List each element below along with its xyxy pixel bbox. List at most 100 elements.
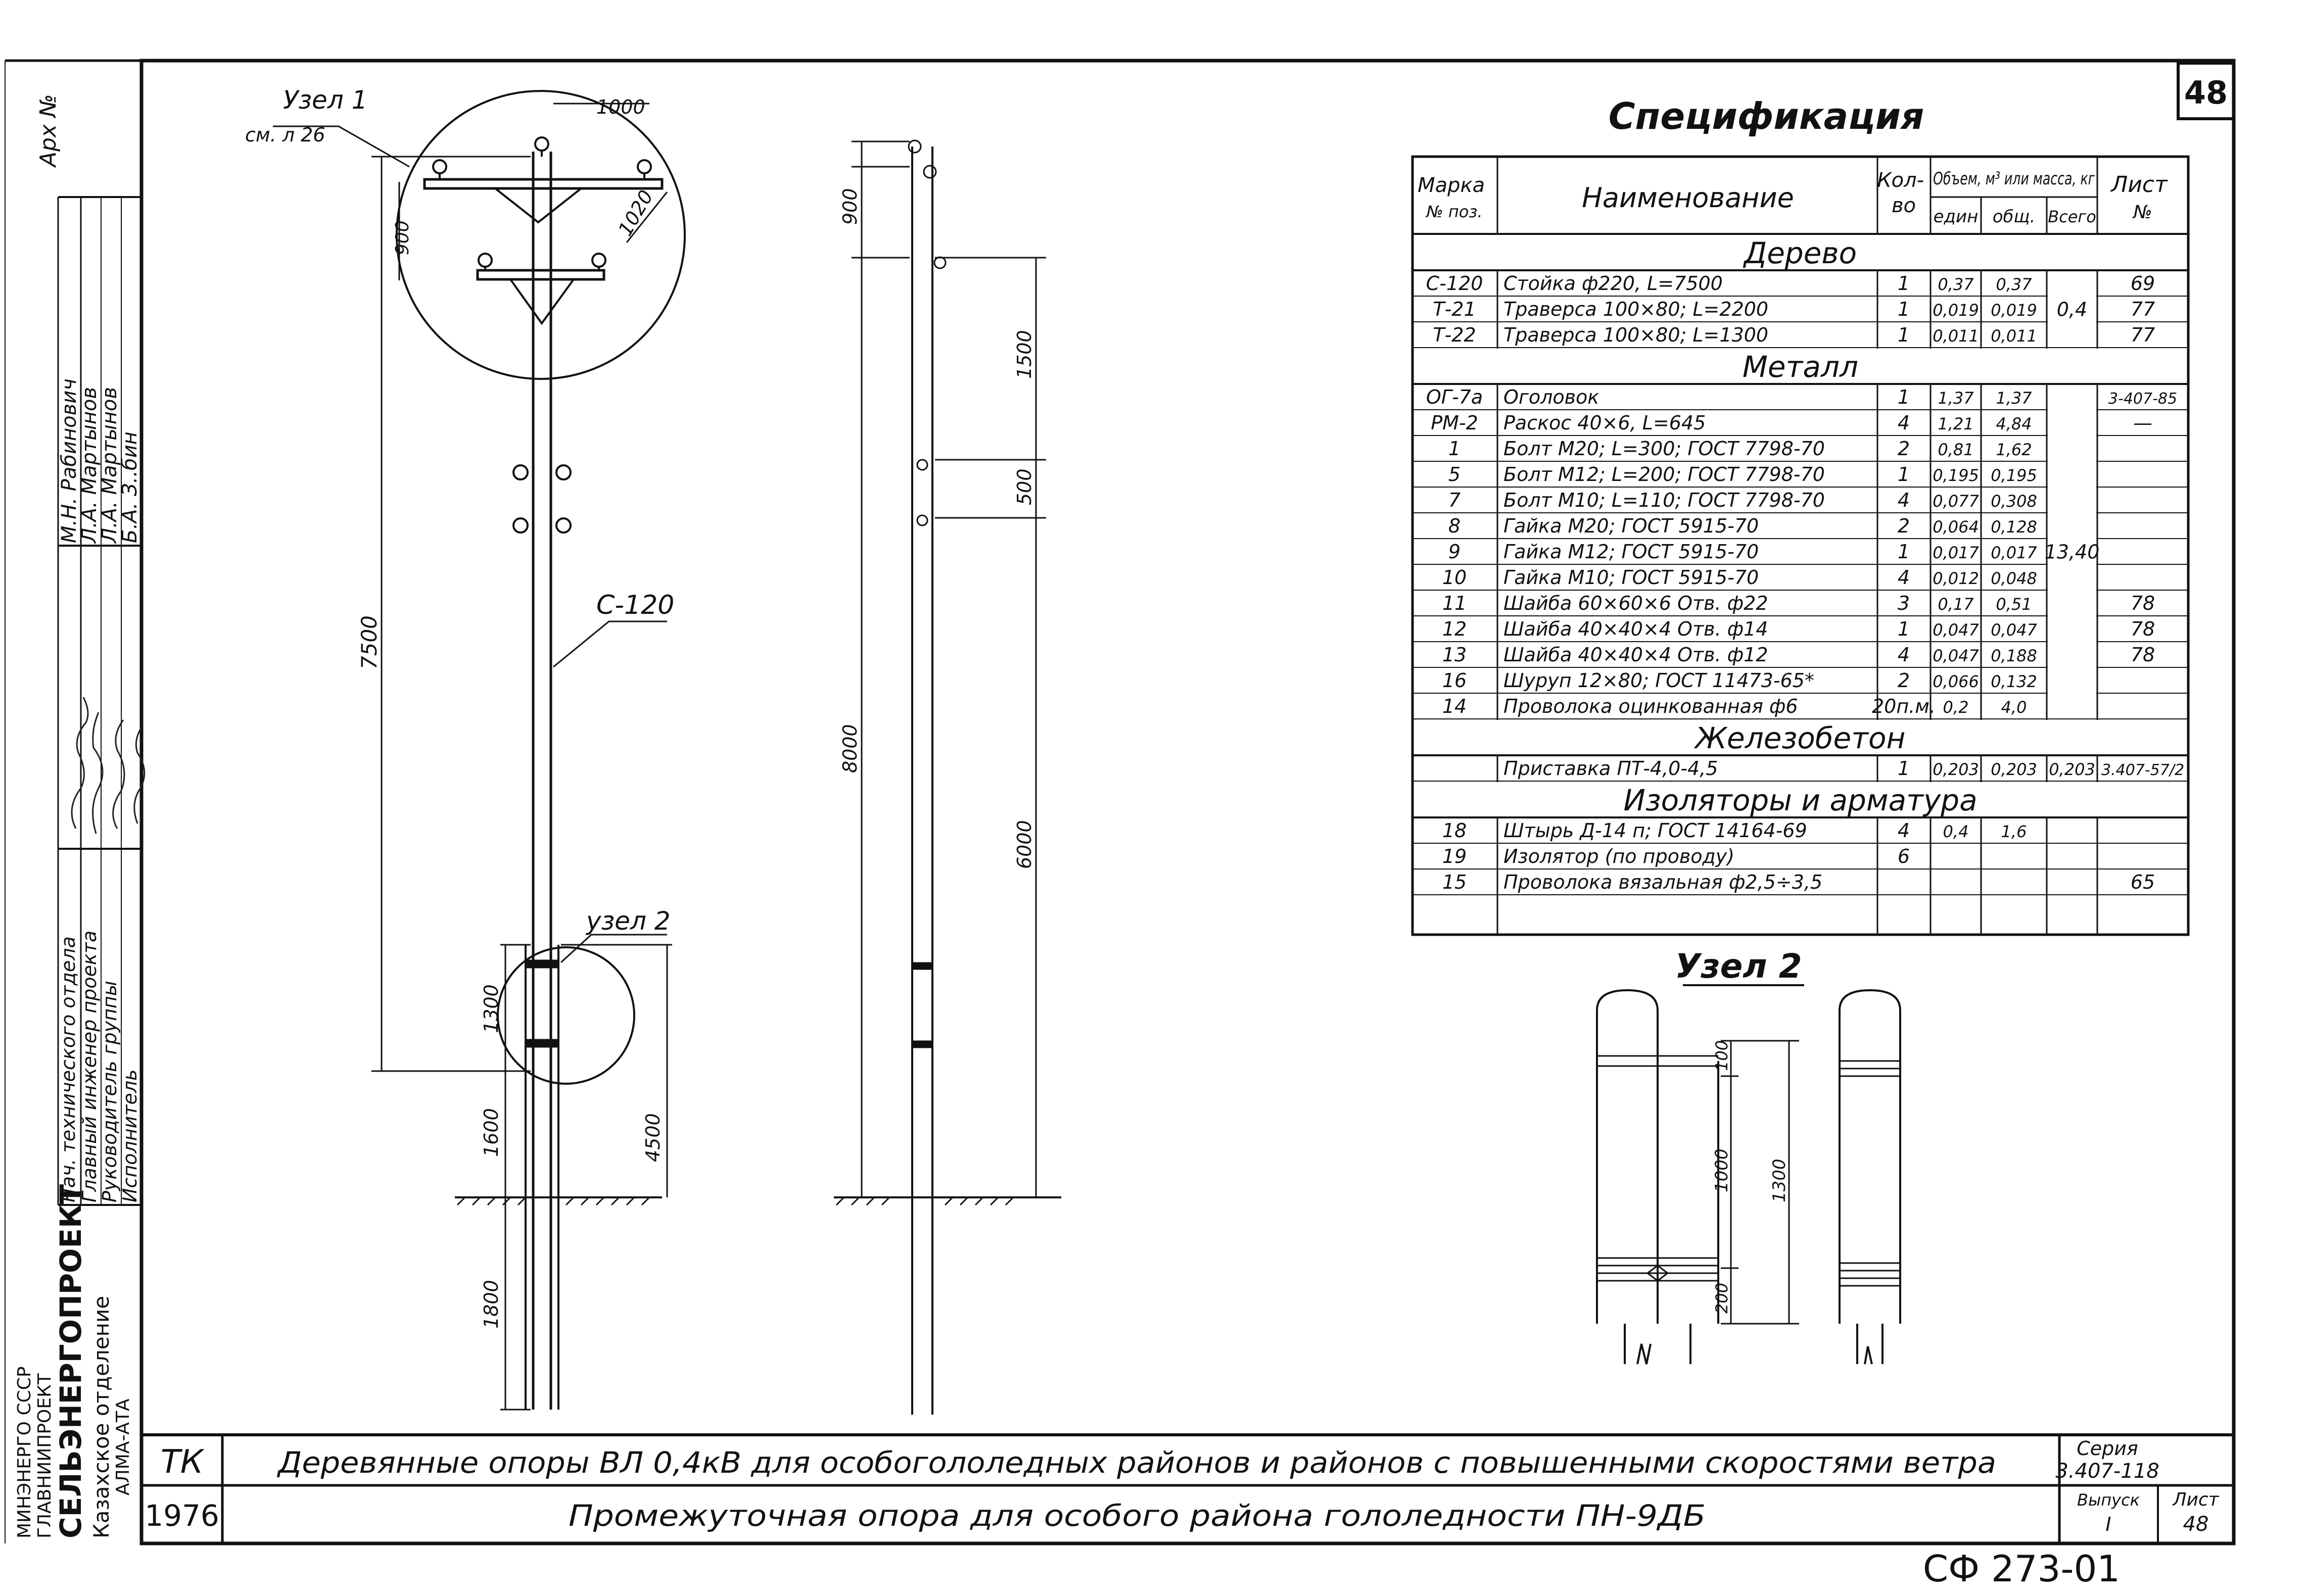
spec-cell-unit: 0,203 bbox=[1933, 760, 1979, 779]
hdr-qty: Кол- во bbox=[1877, 169, 1931, 217]
node2-labels: Узел 2 100 1000 1300 200 bbox=[1675, 947, 1804, 1314]
dim-4500: 4500 bbox=[642, 1113, 664, 1162]
role-head-of-dept: Нач. технического отдела bbox=[57, 936, 79, 1202]
section-band bbox=[1414, 720, 2187, 754]
spec-cell-mark: С-120 bbox=[1426, 272, 1483, 295]
spec-cell-mark: 14 bbox=[1442, 695, 1467, 717]
role-group-lead: Руководитель группы bbox=[99, 981, 121, 1202]
dim-7500: 7500 bbox=[357, 615, 382, 669]
spec-cell-unit: 1,37 bbox=[1938, 389, 1974, 408]
org-glavniiproekt: ГЛАВНИИПРОЕКТ bbox=[34, 1373, 55, 1538]
spec-cell-total: 0,308 bbox=[1991, 492, 2037, 511]
spec-cell-qty: 4 bbox=[1898, 412, 1910, 434]
side-dim-8000: 8000 bbox=[839, 724, 861, 773]
hdr-mark-2: № поз. bbox=[1425, 202, 1482, 221]
spec-cell-total: 0,019 bbox=[1991, 301, 2037, 320]
spec-cell-name: Болт М12; L=200; ГОСТ 7798-70 bbox=[1503, 463, 1825, 486]
sheet-frame bbox=[5, 59, 2236, 1545]
spec-cell-total: 0,132 bbox=[1991, 672, 2037, 691]
callout-node1-ref: см. л 26 bbox=[245, 124, 325, 146]
spec-cell-name: Гайка М20; ГОСТ 5915-70 bbox=[1503, 515, 1759, 537]
spec-cell-name: Раскос 40×6, L=645 bbox=[1503, 412, 1706, 434]
spec-cell-qty: 2 bbox=[1898, 515, 1910, 537]
spec-cell-name: Шайба 40×40×4 Отв. ф12 bbox=[1503, 644, 1768, 666]
series-value: 3.407-118 bbox=[2055, 1460, 2159, 1483]
name-2: Л.А. Мартынов bbox=[78, 387, 101, 544]
spec-title: Спецификация bbox=[1609, 95, 1924, 137]
spec-cell-unit: 0,047 bbox=[1933, 646, 1979, 665]
role-executor: Исполнитель bbox=[119, 1070, 141, 1202]
spec-cell-unit: 0,4 bbox=[1943, 822, 1969, 841]
spec-cell-all: 0,203 bbox=[2049, 760, 2095, 779]
spec-cell-unit: 0,17 bbox=[1938, 595, 1974, 614]
hdr-unit: един bbox=[1934, 207, 1979, 227]
spec-cell-mark: 1 bbox=[1448, 438, 1461, 460]
title-block: ТК 1976 Деревянные опоры ВЛ 0,4кВ для ос… bbox=[145, 1437, 2219, 1536]
spec-cell-name: Гайка М12; ГОСТ 5915-70 bbox=[1503, 541, 1759, 563]
title-year: 1976 bbox=[145, 1498, 219, 1533]
front-view-labels: Узел 1 см. л 26 С-120 узел 2 1000 1020 9… bbox=[245, 85, 674, 1329]
callout-node1-label: Узел 1 bbox=[283, 85, 367, 115]
spec-cell-sheet: 3-407-85 bbox=[2108, 390, 2177, 408]
spec-cell-qty: 1 bbox=[1898, 272, 1910, 295]
front-view bbox=[273, 90, 686, 1411]
spec-cell-unit: 0,077 bbox=[1933, 492, 1979, 511]
sheet-label: Лист bbox=[2172, 1489, 2219, 1510]
spec-cell-unit: 0,37 bbox=[1938, 275, 1974, 294]
side-view bbox=[834, 139, 1061, 1415]
spec-cell-mark: 13 bbox=[1442, 644, 1467, 666]
spec-cell-unit: 0,064 bbox=[1933, 517, 1979, 537]
bottom-code: СФ 273-01 bbox=[1923, 1547, 2120, 1590]
spec-cell-name: Болт М10; L=110; ГОСТ 7798-70 bbox=[1503, 489, 1825, 511]
hdr-vol: Объем, м³ или масса, кг bbox=[1933, 169, 2095, 189]
spec-cell-unit: 0,017 bbox=[1933, 543, 1979, 562]
spec-cell-sheet: 78 bbox=[2131, 644, 2155, 666]
hdr-qty-2: во bbox=[1892, 194, 1916, 217]
dim-1300: 1300 bbox=[480, 984, 502, 1033]
spec-cell-mark: 11 bbox=[1442, 592, 1467, 614]
title-line-2: Промежуточная опора для особого района г… bbox=[569, 1498, 1706, 1533]
title-code: ТК bbox=[161, 1443, 205, 1481]
title-line-1: Деревянные опоры ВЛ 0,4кВ для особоголол… bbox=[276, 1445, 1996, 1480]
spec-cell-qty: 6 bbox=[1898, 845, 1910, 867]
hdr-all: Всего bbox=[2048, 207, 2096, 226]
node2-dim-1000: 1000 bbox=[1712, 1148, 1732, 1192]
insulators-front bbox=[432, 136, 652, 534]
spec-cell-total: 1,37 bbox=[1996, 389, 2032, 408]
spec-cell-mark: 7 bbox=[1448, 489, 1461, 511]
pole-label: С-120 bbox=[596, 590, 674, 620]
dim-1800: 1800 bbox=[480, 1280, 502, 1329]
org-ministry: МИНЭНЕРГО СССР bbox=[14, 1366, 35, 1538]
org-selenergoproekt: СЕЛЬЭНЕРГОПРОЕКТ bbox=[54, 1184, 88, 1538]
spec-cell-mark: 15 bbox=[1442, 871, 1467, 893]
spec-cell-unit: 0,011 bbox=[1933, 326, 1979, 346]
node2-dim-1300: 1300 bbox=[1769, 1158, 1790, 1202]
spec-cell-qty: 1 bbox=[1898, 298, 1910, 320]
spec-cell-name: Приставка ПТ-4,0-4,5 bbox=[1503, 757, 1718, 780]
spec-cell-qty: 1 bbox=[1898, 386, 1910, 408]
spec-cell-total: 1,6 bbox=[2001, 822, 2027, 841]
spec-cell-mark: 8 bbox=[1448, 515, 1461, 537]
section-title: Железобетон bbox=[1694, 721, 1906, 755]
spec-cell-name: Траверса 100×80; L=1300 bbox=[1503, 324, 1768, 346]
dim-900: 900 bbox=[392, 220, 413, 255]
spec-cell-qty: 2 bbox=[1898, 438, 1910, 460]
side-dim-6000: 6000 bbox=[1013, 820, 1036, 869]
node2-title: Узел 2 bbox=[1675, 947, 1802, 986]
spec-cell-mark: 10 bbox=[1442, 566, 1467, 589]
hdr-mark-1: Марка bbox=[1418, 174, 1485, 197]
spec-cell-unit: 0,2 bbox=[1943, 698, 1969, 717]
spec-cell-name: Изолятор (по проводу) bbox=[1503, 845, 1734, 867]
dim-1600: 1600 bbox=[480, 1108, 502, 1157]
spec-cell-mark: ОГ-7а bbox=[1426, 386, 1483, 408]
spec-cell-name: Шайба 60×60×6 Отв. ф22 bbox=[1503, 592, 1768, 614]
name-3: Л.А. Мартынов bbox=[98, 387, 121, 544]
spec-cell-sheet: — bbox=[2133, 412, 2152, 434]
spec-cell-qty: 1 bbox=[1898, 618, 1910, 640]
section-total: 13,40 bbox=[2045, 541, 2100, 563]
side-dim-900: 900 bbox=[839, 188, 861, 225]
callout-node2-label: узел 2 bbox=[585, 906, 671, 936]
side-dim-1500: 1500 bbox=[1013, 330, 1036, 379]
name-4: Б.А. З..бин bbox=[118, 431, 142, 543]
